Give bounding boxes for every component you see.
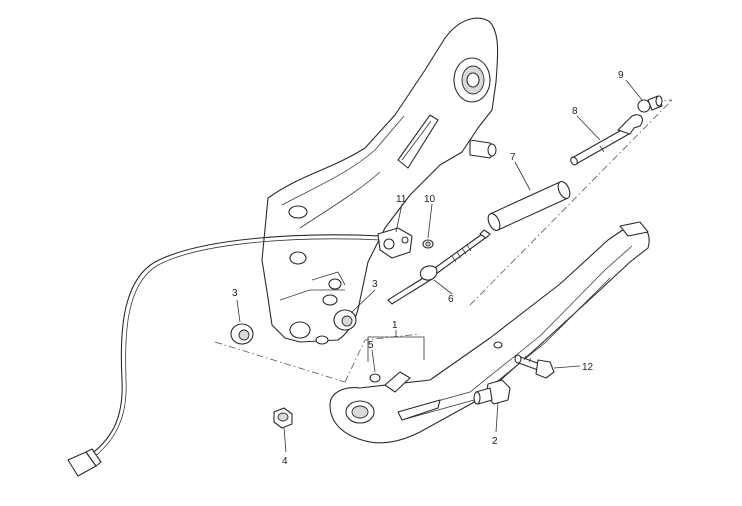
sensor-cable xyxy=(67,234,383,477)
callout-6: 6 xyxy=(448,294,454,305)
callout-3-left: 3 xyxy=(232,288,238,299)
detent-ball xyxy=(369,373,381,383)
sidestand-sensor xyxy=(377,227,413,259)
spring-rod xyxy=(570,114,643,166)
side-stand-leg xyxy=(329,221,650,444)
callout-4: 4 xyxy=(282,456,288,467)
callout-labels: 1 2 3 3 4 5 6 7 8 9 10 11 12 xyxy=(232,70,624,467)
callout-11: 11 xyxy=(396,194,407,205)
callout-8: 8 xyxy=(572,106,578,117)
frame-bracket xyxy=(261,17,499,345)
callout-9: 9 xyxy=(618,70,624,81)
callout-1: 1 xyxy=(392,320,398,331)
callout-2: 2 xyxy=(492,436,498,447)
callout-5: 5 xyxy=(368,340,374,351)
hex-nut xyxy=(273,407,293,429)
washer-left xyxy=(230,323,254,345)
pivot-bushing xyxy=(637,95,663,113)
callout-10: 10 xyxy=(424,194,436,205)
leader-lines xyxy=(236,79,643,453)
stop-bolt xyxy=(514,354,555,379)
pivot-bolt xyxy=(473,379,511,405)
group-bracket xyxy=(367,330,425,362)
stand-spring xyxy=(387,229,491,305)
callout-7: 7 xyxy=(510,152,516,163)
callout-3-right: 3 xyxy=(372,279,378,290)
washer-right xyxy=(333,309,357,331)
sensor-screw xyxy=(422,239,434,249)
spring-sleeve xyxy=(487,180,571,232)
callout-12: 12 xyxy=(582,362,594,373)
